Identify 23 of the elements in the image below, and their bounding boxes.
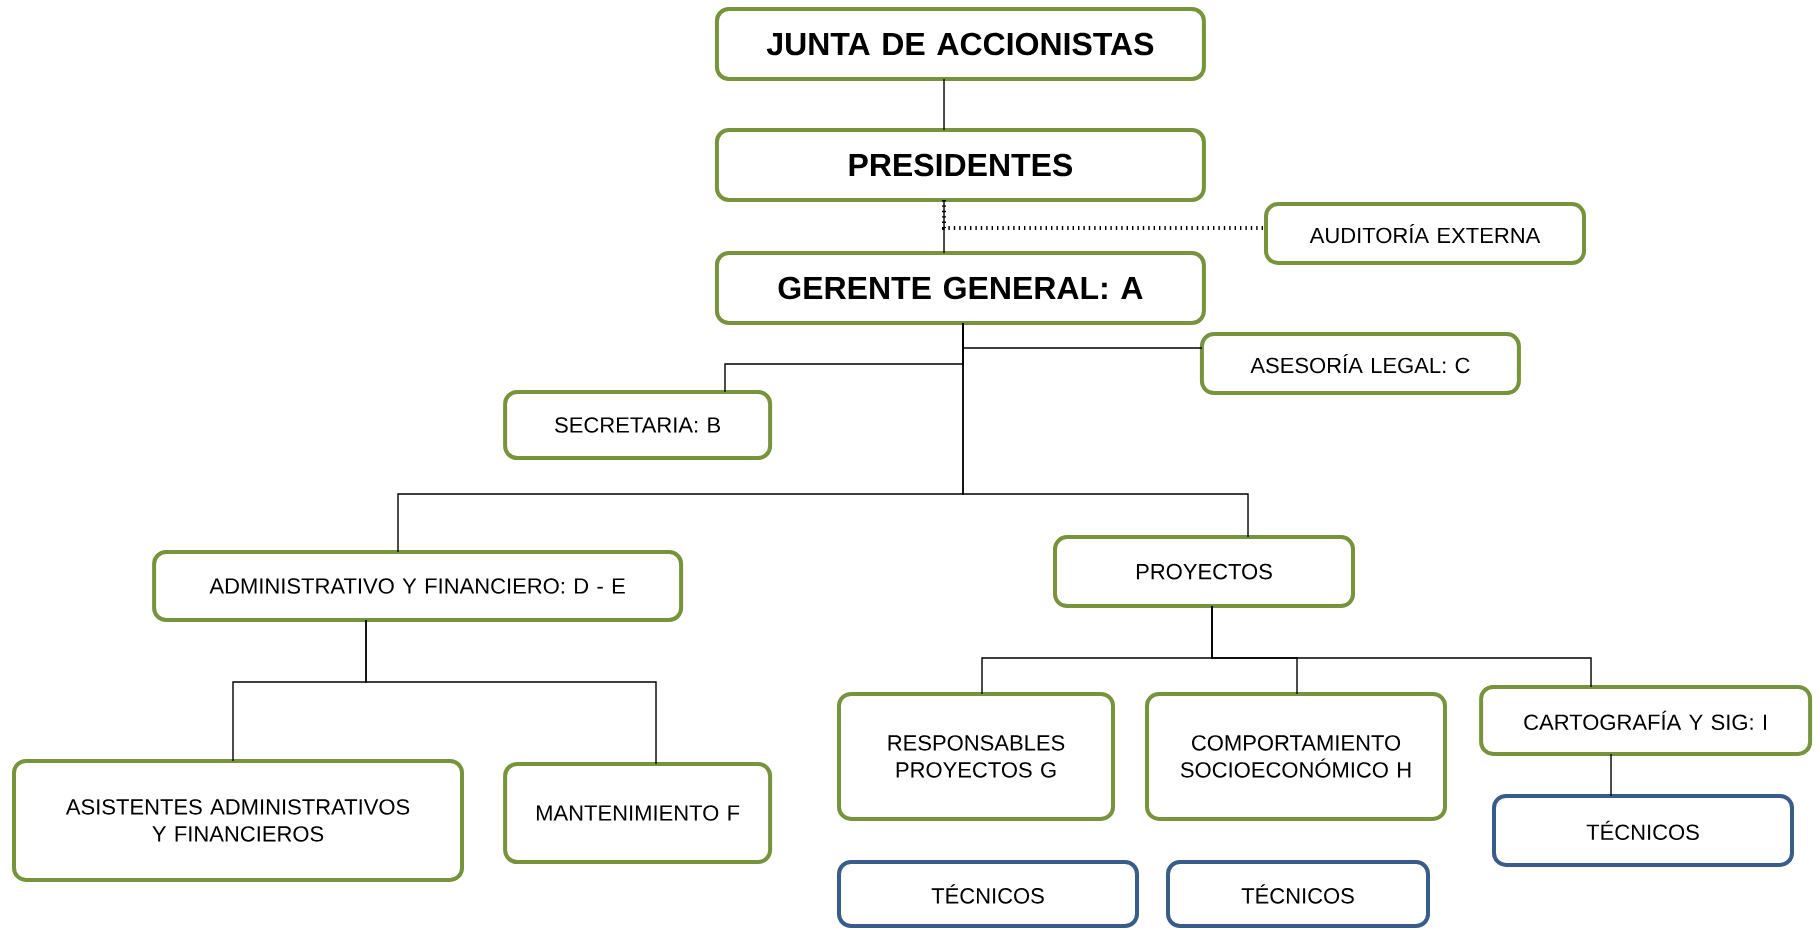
org-box: PROYECTOS	[1053, 535, 1355, 609]
org-box: CARTOGRAFÍA Y SIG: I	[1479, 684, 1813, 756]
connector-line	[365, 619, 657, 765]
org-box: RESPONSABLES PROYECTOS G	[837, 691, 1115, 821]
org-box: COMPORTAMIENTO SOCIOECONÓMICO H	[1145, 691, 1447, 821]
connector-line	[1610, 753, 1612, 797]
connector-line	[943, 78, 945, 131]
connector-line	[1211, 605, 1592, 688]
title-box: PRESIDENTES	[714, 128, 1206, 202]
dotted-connector	[942, 200, 1266, 230]
org-box: MANTENIMIENTO F	[503, 762, 773, 864]
org-box: TÉCNICOS	[837, 860, 1139, 928]
connector-line	[962, 322, 1249, 538]
org-box: ADMINISTRATIVO Y FINANCIERO: D - E	[152, 550, 684, 622]
org-box: ASISTENTES ADMINISTRATIVOS Y FINANCIEROS	[12, 758, 464, 882]
org-box: ASESORÍA LEGAL: C	[1199, 332, 1521, 396]
connector-line	[943, 199, 945, 254]
org-box: TÉCNICOS	[1166, 860, 1430, 928]
title-box: GERENTE GENERAL: A	[714, 251, 1206, 325]
title-box: JUNTA DE ACCIONISTAS	[714, 7, 1206, 81]
org-box: TÉCNICOS	[1492, 793, 1794, 867]
org-box: AUDITORÍA EXTERNA	[1264, 202, 1586, 266]
org-box: SECRETARIA: B	[503, 390, 773, 460]
